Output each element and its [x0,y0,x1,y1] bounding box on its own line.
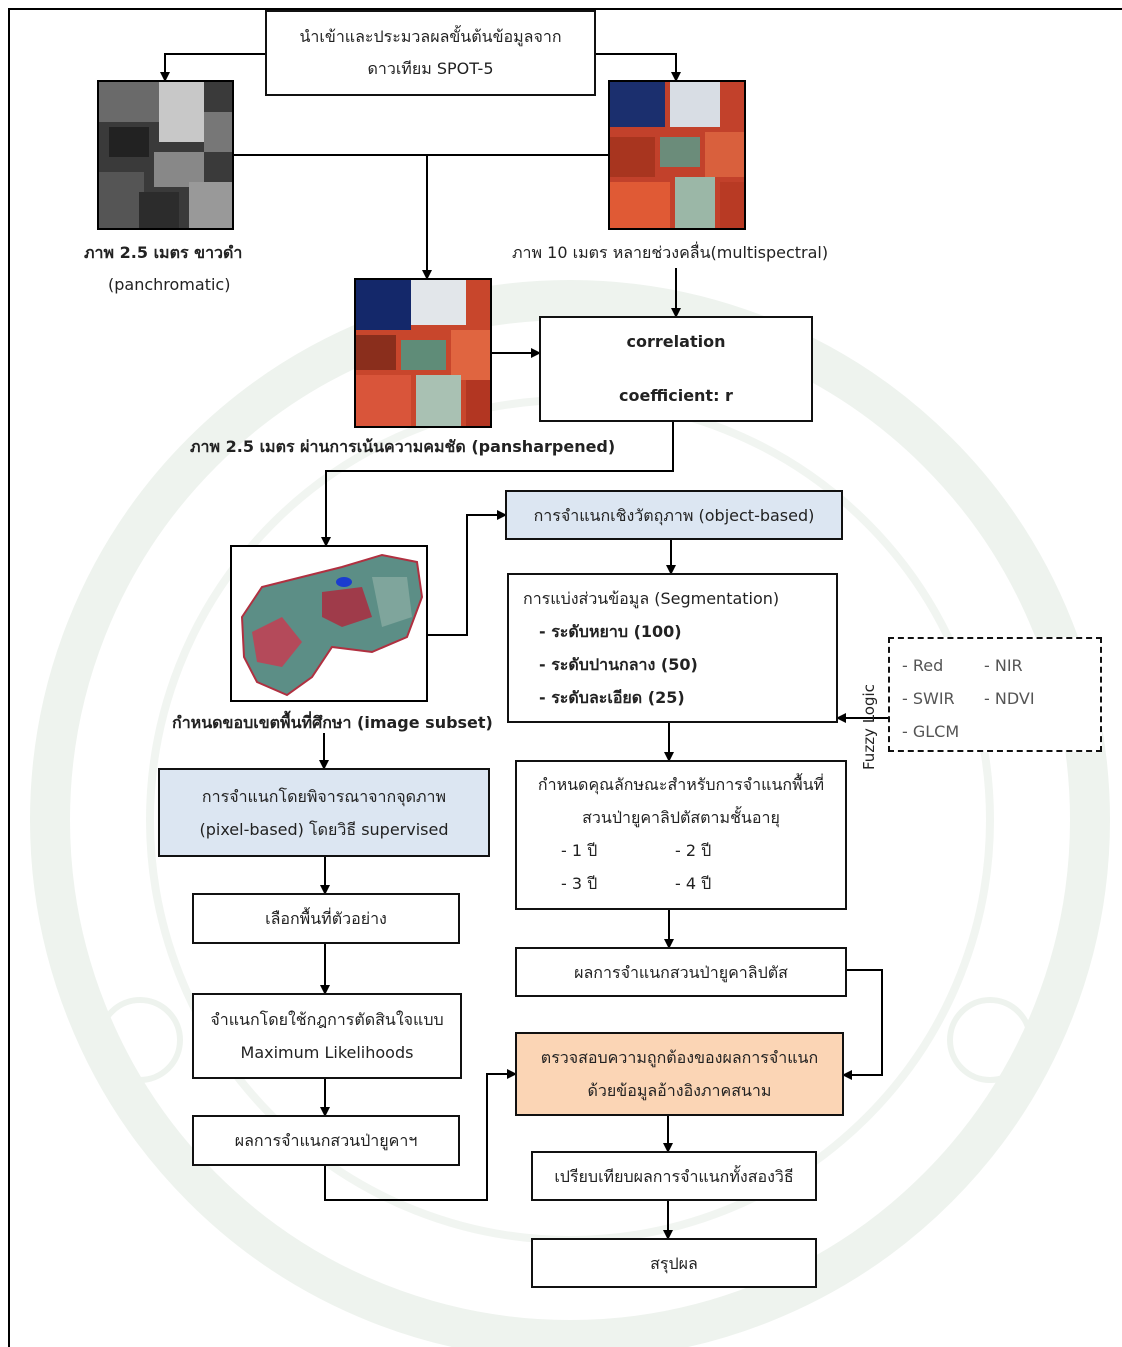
max-likelihood-line-2: Maximum Likelihoods [240,1043,414,1062]
object-based-label: การจำแนกเชิงวัตถุภาพ (object-based) [533,505,815,525]
age-1-year: - 1 ปี [561,841,598,860]
fuzzy-logic-label: Fuzzy Logic [860,684,878,770]
object-based-box: การจำแนกเชิงวัตถุภาพ (object-based) [505,490,843,540]
eucalyptus-result-label: ผลการจำแนกสวนป่ายูคาลิปตัส [574,962,788,982]
compare-label: เปรียบเทียบผลการจำแนกทั้งสองวิธี [554,1166,794,1186]
feature-glcm: - GLCM [902,722,960,741]
feature-nir: - NIR [984,656,1023,675]
subset-map-thumbnail [240,553,424,697]
accuracy-box: ตรวจสอบความถูกต้องของผลการจำแนก ด้วยข้อม… [515,1032,844,1116]
training-box: เลือกพื้นที่ตัวอย่าง [192,893,460,944]
panchromatic-image [97,80,234,230]
preprocess-line-2: ดาวเทียม SPOT-5 [367,59,494,78]
subset-map-image [230,545,428,702]
panchromatic-caption-2: (panchromatic) [108,275,231,294]
age-3-year: - 3 ปี [561,874,598,893]
pixel-based-line-2: (pixel-based) โดยวิธี supervised [199,819,449,839]
accuracy-line-1: ตรวจสอบความถูกต้องของผลการจำแนก [540,1048,819,1067]
correlation-box: correlation coefficient: r [539,316,813,422]
age-2-year: - 2 ปี [675,841,712,860]
segmentation-box: การแบ่งส่วนข้อมูล (Segmentation) - ระดับ… [507,573,838,723]
preprocess-line-1: นำเข้าและประมวลผลขั้นต้นข้อมูลจาก [299,27,562,46]
feature-ndvi: - NDVI [984,689,1035,708]
feature-swir: - SWIR [902,689,955,708]
training-label: เลือกพื้นที่ตัวอย่าง [265,909,387,928]
panchromatic-caption-1: ภาพ 2.5 เมตร ขาวดำ [84,243,243,262]
accuracy-line-2: ด้วยข้อมูลอ้างอิงภาคสนาม [587,1081,772,1100]
pixel-based-box: การจำแนกโดยพิจารณาจากจุดภาพ (pixel-based… [158,768,490,857]
pansharpened-image [354,278,492,428]
compare-box: เปรียบเทียบผลการจำแนกทั้งสองวิธี [531,1151,817,1201]
pansharpened-caption: ภาพ 2.5 เมตร ผ่านการเน้นความคมชัด (pansh… [190,437,616,456]
characteristics-line-1: กำหนดคุณลักษณะสำหรับการจำแนกพื้นที่ [537,775,825,794]
max-likelihood-box: จำแนกโดยใช้กฎการตัดสินใจแบบ Maximum Like… [192,993,462,1079]
correlation-line-1: correlation [626,332,726,351]
max-likelihood-line-1: จำแนกโดยใช้กฎการตัดสินใจแบบ [210,1010,444,1029]
segmentation-title: การแบ่งส่วนข้อมูล (Segmentation) [523,589,780,608]
multispectral-thumbnail [610,82,744,228]
feature-red: - Red [902,656,944,675]
pansharpened-thumbnail [356,280,490,426]
pixel-based-line-1: การจำแนกโดยพิจารณาจากจุดภาพ [201,786,447,806]
age-4-year: - 4 ปี [675,874,712,893]
conclusion-label: สรุปผล [650,1253,698,1273]
preprocess-box: นำเข้าและประมวลผลขั้นต้นข้อมูลจาก ดาวเที… [265,10,596,96]
subset-caption: กำหนดขอบเขตพื้นที่ศึกษา (image subset) [172,713,493,732]
characteristics-line-2: สวนป่ายูคาลิปตัสตามชั้นอายุ [582,808,780,827]
fuzzy-features-box: - Red - NIR - SWIR - NDVI - GLCM [888,637,1102,752]
pixel-result-label: ผลการจำแนกสวนป่ายูคาฯ [234,1131,418,1150]
segmentation-medium: - ระดับปานกลาง (50) [539,655,698,674]
eucalyptus-result-box: ผลการจำแนกสวนป่ายูคาลิปตัส [515,947,847,997]
panchromatic-thumbnail [99,82,232,228]
page-frame-top [8,8,1122,10]
conclusion-box: สรุปผล [531,1238,817,1288]
multispectral-image [608,80,746,230]
multispectral-caption: ภาพ 10 เมตร หลายช่วงคลื่น(multispectral) [512,243,829,262]
characteristics-box: กำหนดคุณลักษณะสำหรับการจำแนกพื้นที่ สวนป… [515,760,847,910]
segmentation-coarse: - ระดับหยาบ (100) [539,622,682,641]
correlation-line-2: coefficient: r [619,386,733,405]
pixel-result-box: ผลการจำแนกสวนป่ายูคาฯ [192,1115,460,1166]
segmentation-fine: - ระดับละเอียด (25) [539,688,685,707]
page-frame-left [8,8,10,1347]
